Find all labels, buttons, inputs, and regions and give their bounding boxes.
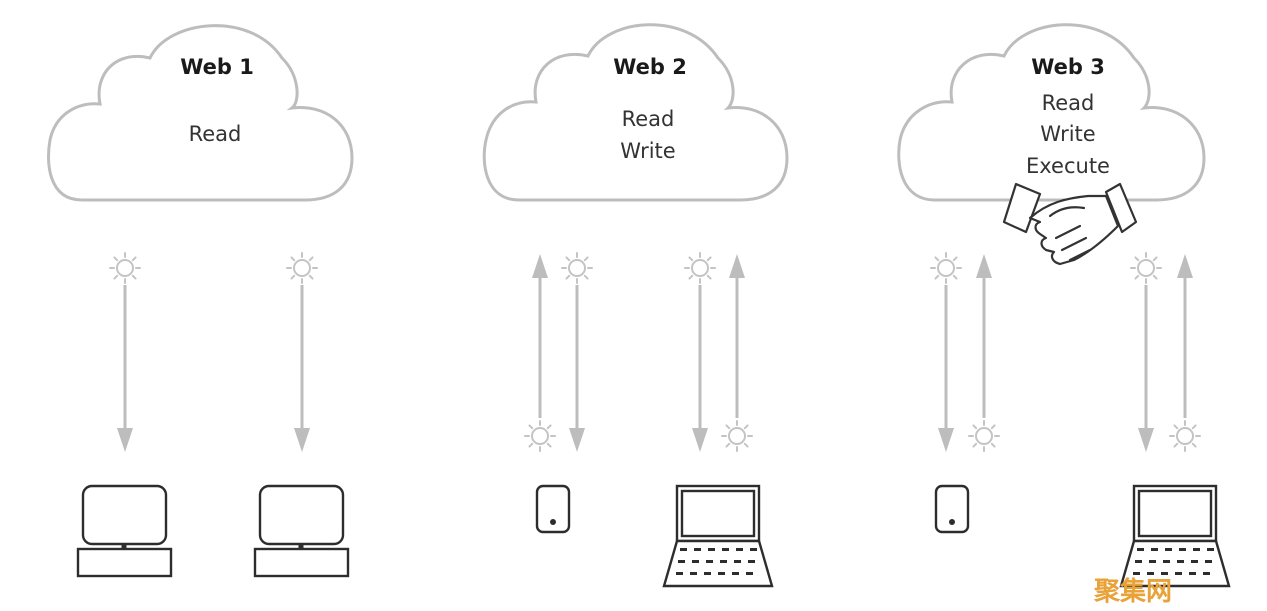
data-node-icon: [968, 420, 1000, 452]
data-node-icon: [524, 420, 556, 452]
cloud-shape: [47, 24, 354, 202]
mobile-phone-icon: [934, 484, 970, 534]
data-node-icon: [286, 252, 318, 284]
data-node-icon: [1130, 252, 1162, 284]
cloud-web-2: Web 2 Read Write: [482, 23, 789, 202]
cloud-title: Web 1: [180, 55, 254, 79]
cloud-web-3: Web 3 Read Write Execute: [897, 23, 1206, 202]
cloud-title: Web 2: [613, 55, 687, 79]
capability-write: Write: [620, 139, 675, 163]
capability-read: Read: [1042, 91, 1095, 115]
desktop-computer-icon: [76, 484, 173, 578]
download-arrow: [692, 285, 708, 452]
download-arrow: [938, 285, 954, 452]
data-node-icon: [109, 252, 141, 284]
upload-arrow: [532, 254, 548, 418]
capability-read: Read: [189, 122, 242, 146]
upload-arrow: [729, 254, 745, 418]
upload-arrow: [976, 254, 992, 418]
handshake-icon: [1002, 182, 1138, 266]
mobile-phone-icon: [535, 484, 571, 534]
cloud-title: Web 3: [1031, 55, 1105, 79]
data-node-icon: [561, 252, 593, 284]
watermark-text: 聚集网: [1093, 576, 1172, 607]
download-arrow: [294, 285, 310, 452]
download-arrow: [569, 285, 585, 452]
data-node-icon: [1169, 420, 1201, 452]
data-node-icon: [930, 252, 962, 284]
data-node-icon: [721, 420, 753, 452]
capability-read: Read: [622, 107, 675, 131]
upload-arrow: [1177, 254, 1193, 418]
download-arrow: [117, 285, 133, 452]
laptop-icon: [1119, 484, 1231, 588]
desktop-computer-icon: [253, 484, 350, 578]
capability-write: Write: [1040, 122, 1095, 146]
data-node-icon: [684, 252, 716, 284]
download-arrow: [1138, 285, 1154, 452]
cloud-shape: [897, 23, 1206, 202]
cloud-shape: [482, 23, 789, 202]
cloud-web-1: Web 1 Read: [47, 24, 354, 202]
capability-execute: Execute: [1026, 154, 1110, 178]
laptop-icon: [662, 484, 774, 588]
